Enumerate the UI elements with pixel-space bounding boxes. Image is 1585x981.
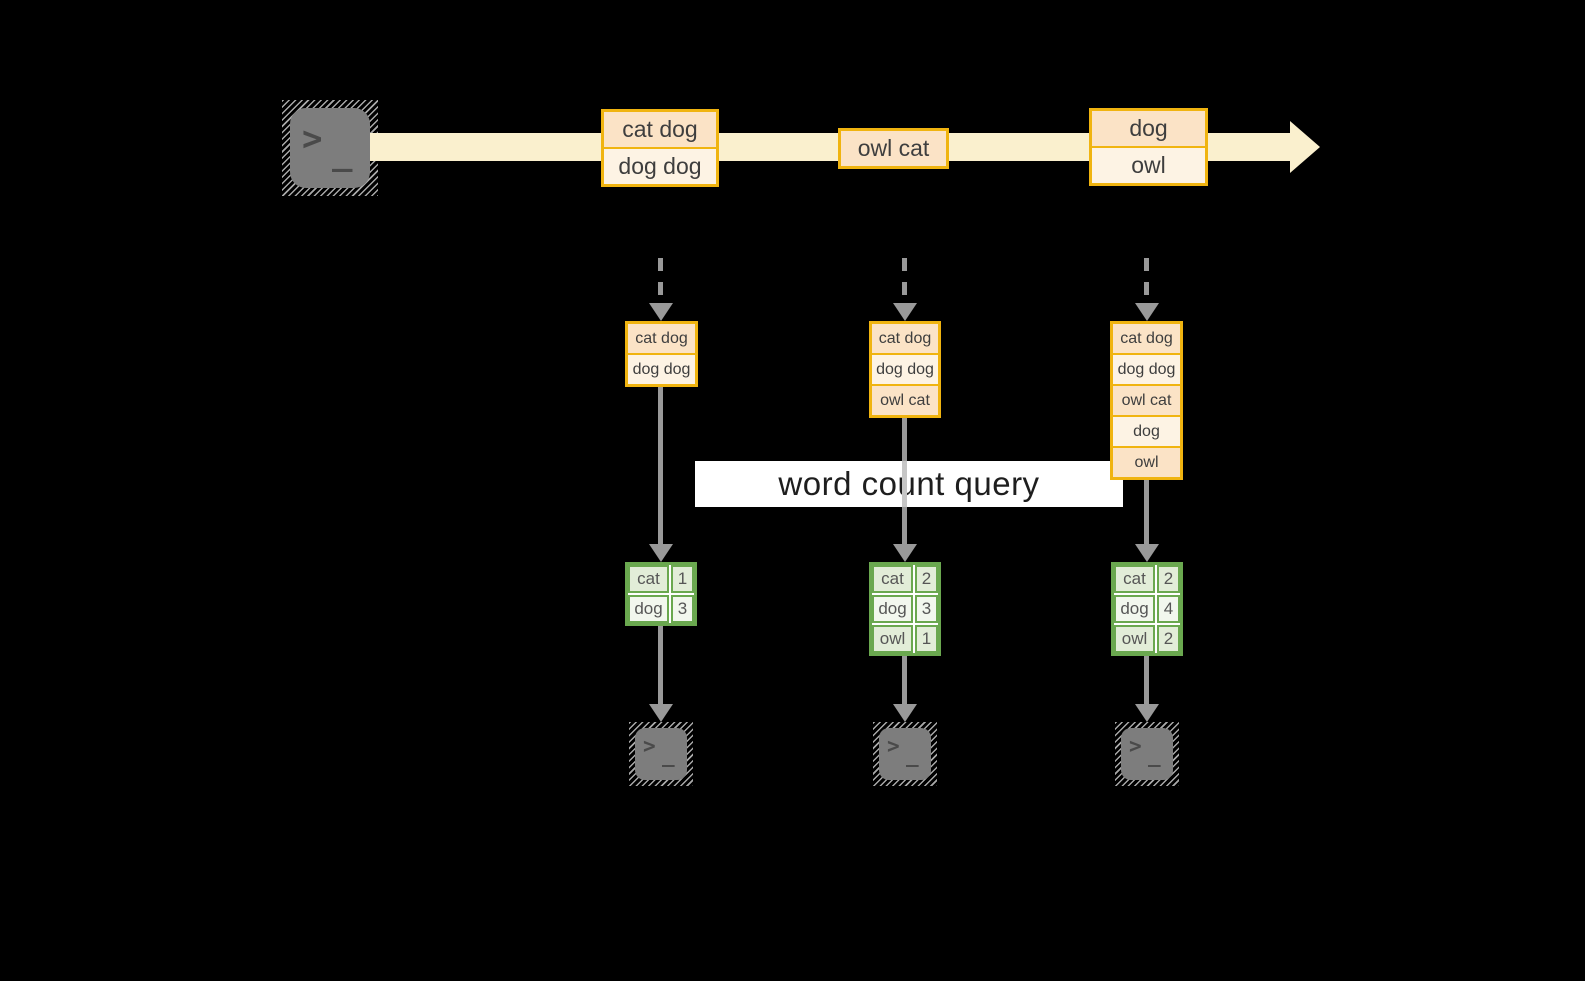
prompt-underscore-icon: _	[332, 133, 353, 173]
stack-row: dog dog	[872, 353, 938, 384]
prompt-chevron-icon: >	[1129, 734, 1142, 758]
prompt-chevron-icon: >	[643, 734, 656, 758]
connector-arrow	[1144, 480, 1149, 544]
count-cell-value: 1	[671, 565, 694, 593]
connector-arrow	[1144, 656, 1149, 704]
count-table: cat 2 dog 3 owl 1	[869, 562, 941, 656]
count-cell-word: dog	[872, 595, 913, 623]
terminal-screen: > _	[879, 728, 931, 780]
event-row: dog dog	[604, 147, 716, 184]
terminal-icon: > _	[629, 722, 693, 786]
event-box: dog owl	[1089, 108, 1208, 186]
stream-arrowhead-icon	[1290, 121, 1320, 173]
count-cell-word: cat	[872, 565, 913, 593]
count-cell-value: 2	[915, 565, 938, 593]
terminal-screen: > _	[290, 108, 370, 188]
count-cell-word: cat	[628, 565, 669, 593]
terminal-icon: > _	[1115, 722, 1179, 786]
prompt-underscore-icon: _	[662, 743, 675, 767]
event-row: dog	[1092, 111, 1205, 146]
event-box: owl cat	[838, 128, 949, 169]
connector-over-label	[902, 461, 907, 507]
prompt-underscore-icon: _	[1148, 743, 1161, 767]
count-cell-value: 2	[1157, 565, 1180, 593]
count-cell-value: 4	[1157, 595, 1180, 623]
arrowhead-icon	[1135, 704, 1159, 722]
event-row: owl cat	[841, 131, 946, 166]
arrowhead-icon	[1135, 303, 1159, 321]
stack-row: dog	[1113, 415, 1180, 446]
query-label: word count query	[695, 461, 1123, 507]
dashed-arrow	[902, 258, 907, 303]
dashed-arrow	[658, 258, 663, 303]
terminal-icon: > _	[873, 722, 937, 786]
prompt-chevron-icon: >	[887, 734, 900, 758]
event-row: cat dog	[604, 112, 716, 147]
stack-row: owl cat	[1113, 384, 1180, 415]
stack-row: owl	[1113, 446, 1180, 477]
prompt-chevron-icon: >	[302, 119, 323, 159]
count-cell-word: dog	[628, 595, 669, 623]
dashed-arrow	[1144, 258, 1149, 303]
count-cell-word: owl	[872, 625, 913, 653]
count-cell-value: 1	[915, 625, 938, 653]
stack-row: owl cat	[872, 384, 938, 415]
count-cell-word: dog	[1114, 595, 1155, 623]
prompt-underscore-icon: _	[906, 743, 919, 767]
connector-arrow	[658, 387, 663, 544]
count-cell-word: owl	[1114, 625, 1155, 653]
stack-row: cat dog	[1113, 324, 1180, 353]
arrowhead-icon	[649, 704, 673, 722]
arrowhead-icon	[893, 544, 917, 562]
stack-row: dog dog	[628, 353, 695, 384]
terminal-icon: > _	[282, 100, 378, 196]
count-cell-value: 3	[671, 595, 694, 623]
arrowhead-icon	[649, 544, 673, 562]
terminal-screen: > _	[635, 728, 687, 780]
count-table: cat 1 dog 3	[625, 562, 697, 626]
connector-arrow	[658, 626, 663, 704]
arrowhead-icon	[1135, 544, 1159, 562]
terminal-screen: > _	[1121, 728, 1173, 780]
connector-arrow	[902, 656, 907, 704]
stack-row: dog dog	[1113, 353, 1180, 384]
arrowhead-icon	[893, 704, 917, 722]
count-cell-value: 2	[1157, 625, 1180, 653]
stack-box: cat dog dog dog owl cat	[869, 321, 941, 418]
stack-row: cat dog	[872, 324, 938, 353]
stack-row: cat dog	[628, 324, 695, 353]
event-box: cat dog dog dog	[601, 109, 719, 187]
stack-box: cat dog dog dog owl cat dog owl	[1110, 321, 1183, 480]
arrowhead-icon	[649, 303, 673, 321]
count-cell-word: cat	[1114, 565, 1155, 593]
count-cell-value: 3	[915, 595, 938, 623]
count-table: cat 2 dog 4 owl 2	[1111, 562, 1183, 656]
arrowhead-icon	[893, 303, 917, 321]
event-row: owl	[1092, 146, 1205, 183]
stack-box: cat dog dog dog	[625, 321, 698, 387]
